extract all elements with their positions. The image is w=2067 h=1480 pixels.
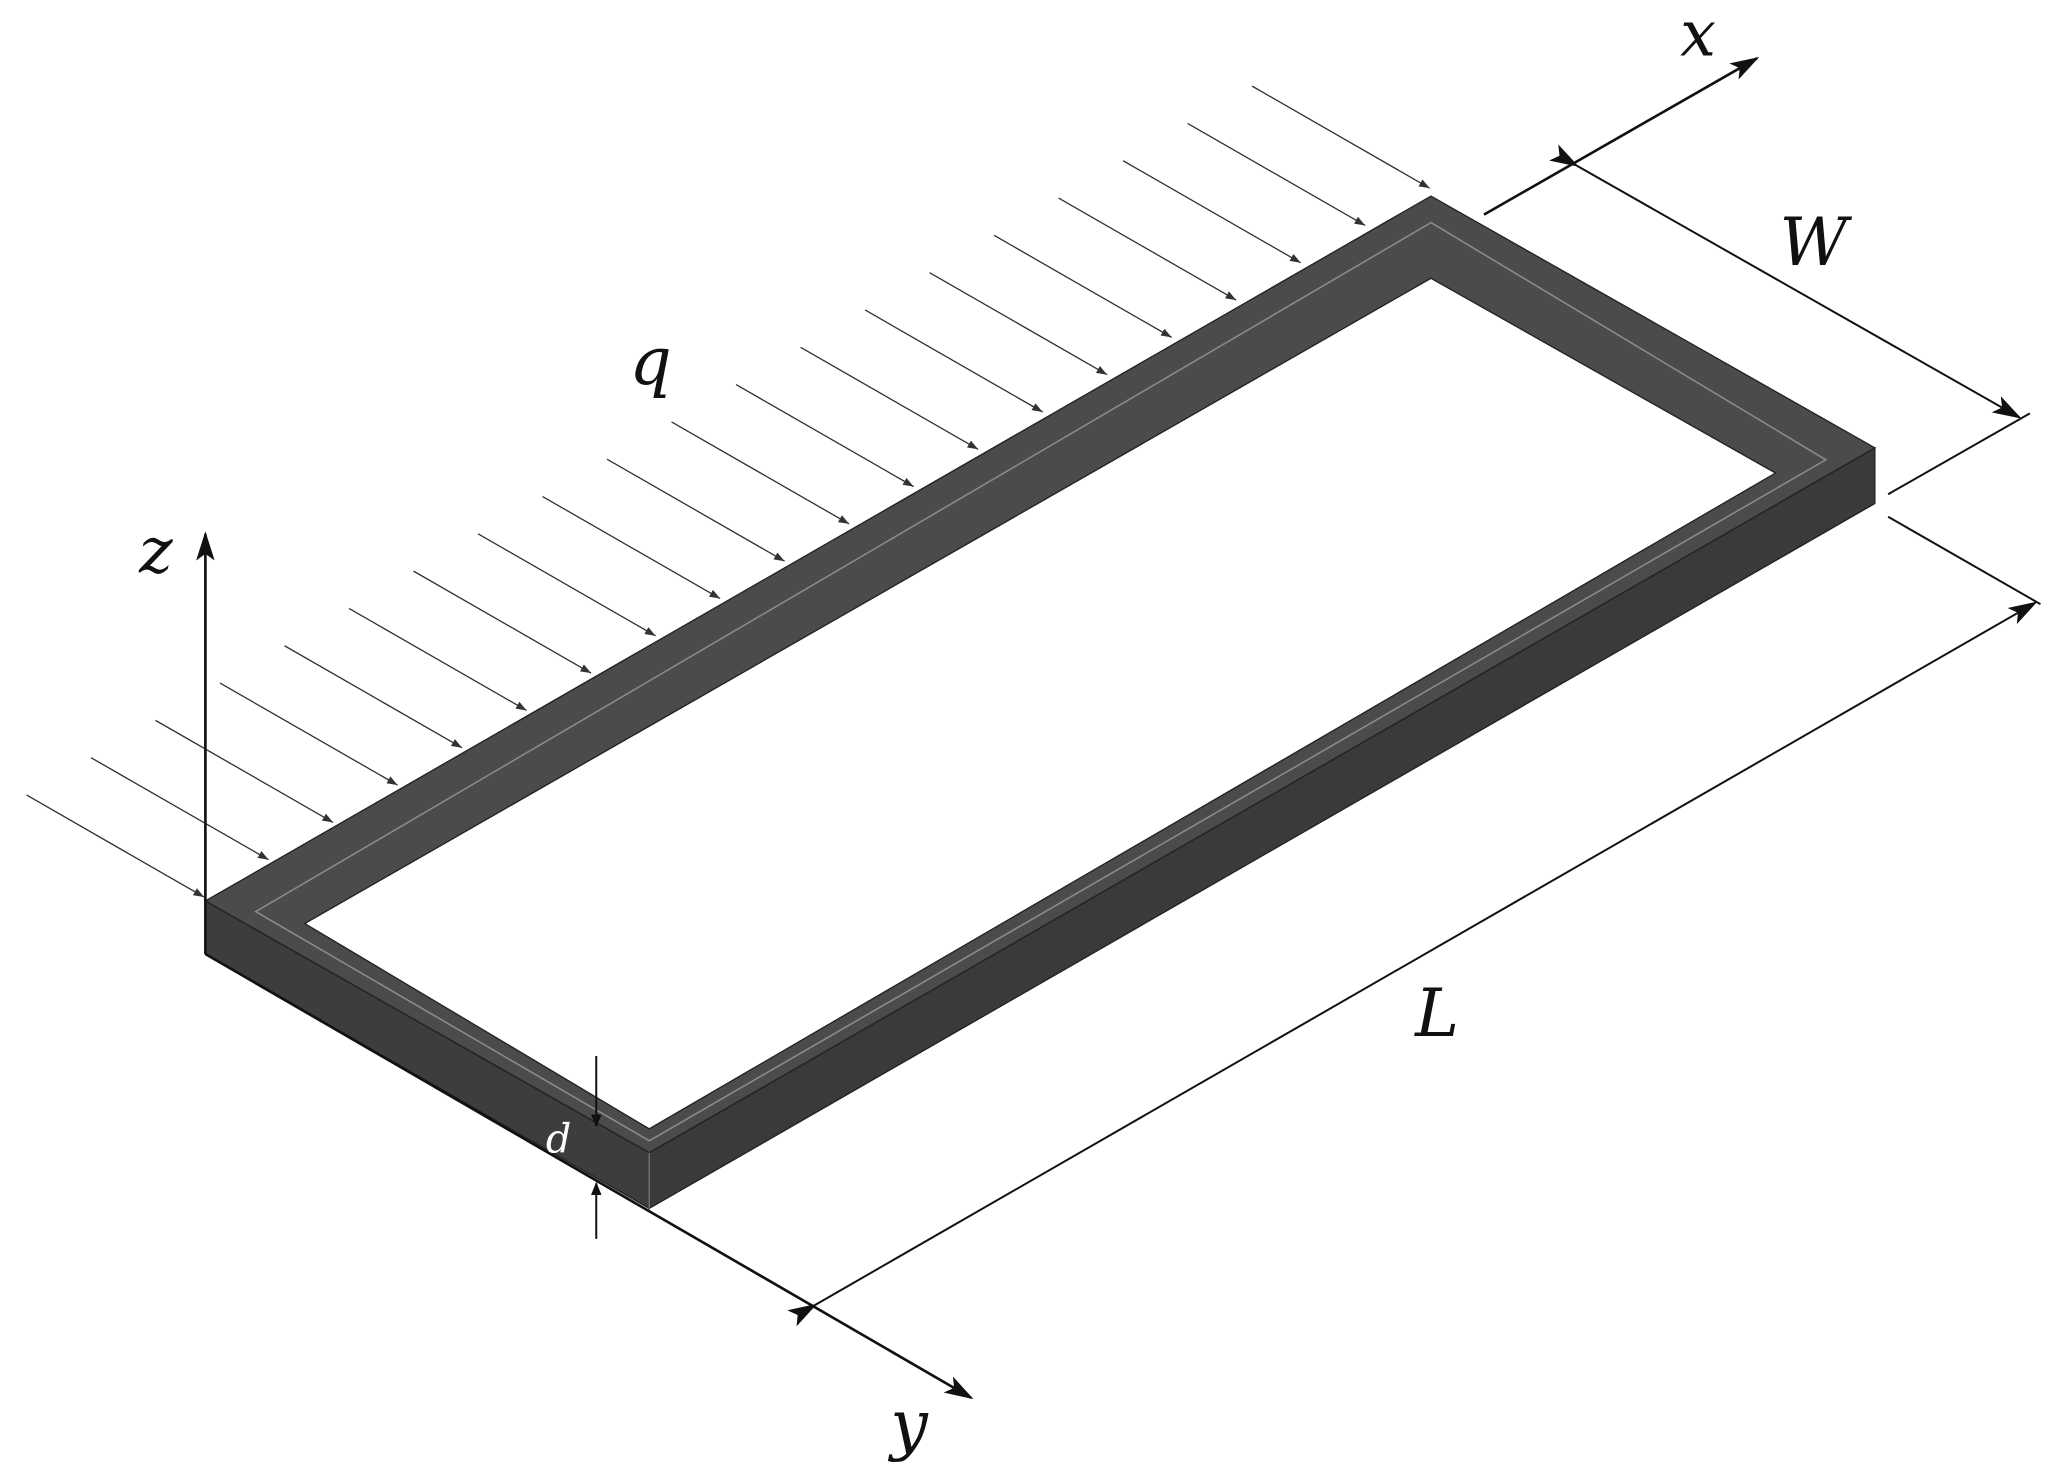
load-arrow xyxy=(993,234,1172,338)
frame-left-front-face xyxy=(204,899,650,1210)
length-label: L xyxy=(1414,975,1459,1052)
load-arrow xyxy=(284,645,463,749)
width-label: W xyxy=(1779,204,1852,281)
distributed-load-arrows xyxy=(26,85,1430,898)
load-arrow xyxy=(477,533,656,637)
frame-top-surface xyxy=(204,195,1877,1154)
load-arrow xyxy=(735,384,914,488)
load-arrow xyxy=(1187,122,1366,227)
load-arrow xyxy=(800,346,979,450)
load-arrow xyxy=(348,607,527,712)
load-arrow xyxy=(606,458,785,562)
load-arrow xyxy=(26,794,205,898)
load-arrow xyxy=(155,719,334,823)
l-dimension xyxy=(787,601,2038,1327)
dimension-lines xyxy=(590,144,2041,1327)
w-extension-upper xyxy=(1887,412,2031,496)
load-arrow xyxy=(413,570,592,674)
load-arrow xyxy=(671,421,850,525)
load-arrow xyxy=(1251,85,1430,189)
rectangular-frame xyxy=(204,195,1877,1210)
w-dimension xyxy=(1549,144,2022,419)
load-arrow xyxy=(929,272,1108,376)
load-arrow xyxy=(219,682,398,786)
load-label: q xyxy=(629,323,671,400)
frame-centerline xyxy=(254,221,1828,1142)
z-axis-label: z xyxy=(138,513,173,587)
load-arrow xyxy=(542,495,721,600)
thickness-label: d xyxy=(546,1117,571,1163)
load-arrow xyxy=(1058,197,1237,301)
load-arrow xyxy=(90,757,269,861)
load-arrow xyxy=(1122,160,1301,264)
y-axis-label: y xyxy=(887,1386,929,1463)
load-arrow xyxy=(864,309,1043,413)
w-extension-lower xyxy=(1887,515,2041,606)
x-axis-label: x xyxy=(1680,0,1716,71)
x-axis xyxy=(1483,56,1760,216)
